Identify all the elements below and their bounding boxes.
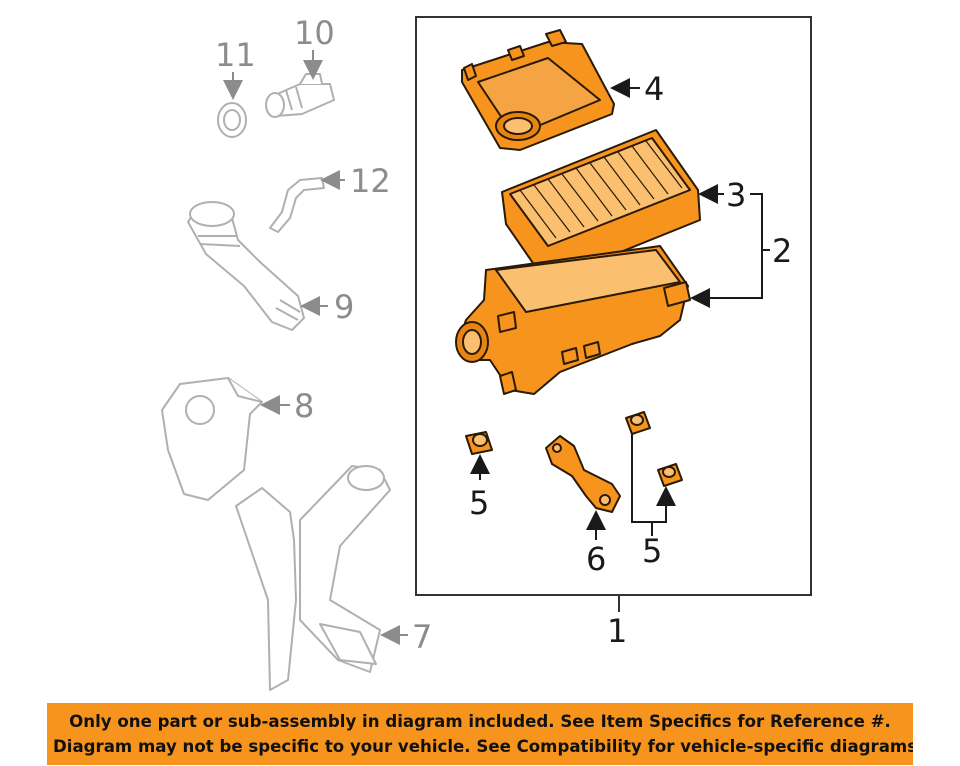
disclaimer-banner: Only one part or sub-assembly in diagram…: [47, 703, 913, 765]
parts-diagram: 1 2 3 4 5 5 6 7 8 9 10 11 12: [161, 14, 812, 691]
assembly-leaders: [470, 78, 770, 540]
part-8-resonator: [161, 377, 263, 501]
gray-leaders: [223, 50, 408, 645]
part-4-cover: [461, 29, 615, 151]
disclaimer-line-1: Only one part or sub-assembly in diagram…: [69, 712, 891, 731]
callout-5-right: 5: [642, 532, 662, 570]
callout-2: 2: [772, 232, 792, 270]
part-7-intake: [235, 465, 391, 691]
part-5-bushing-bottom-right: [657, 463, 683, 487]
part-5-bushing-left: [465, 431, 493, 455]
callout-12: 12: [350, 162, 391, 200]
part-10-sensor: [265, 73, 335, 118]
part-5-bushing-top-right: [625, 411, 651, 435]
callout-7: 7: [412, 618, 432, 656]
callout-1: 1: [607, 612, 627, 650]
part-2-housing: [455, 245, 691, 395]
callout-9: 9: [334, 288, 354, 326]
callout-10: 10: [294, 14, 335, 52]
part-9-duct: [187, 201, 305, 331]
highlighted-parts: [455, 29, 701, 513]
callout-5-left: 5: [469, 484, 489, 522]
disclaimer-line-2: Diagram may not be specific to your vehi…: [53, 737, 913, 756]
gray-parts: [161, 73, 391, 691]
callout-8: 8: [294, 387, 314, 425]
callout-11: 11: [215, 36, 256, 74]
assembly-frame: [415, 16, 812, 596]
part-6-bracket: [545, 435, 621, 513]
callout-4: 4: [644, 70, 664, 108]
callout-6: 6: [586, 540, 606, 578]
part-12-hose: [269, 177, 325, 233]
callout-3: 3: [726, 176, 746, 214]
part-3-filter: [501, 129, 701, 283]
